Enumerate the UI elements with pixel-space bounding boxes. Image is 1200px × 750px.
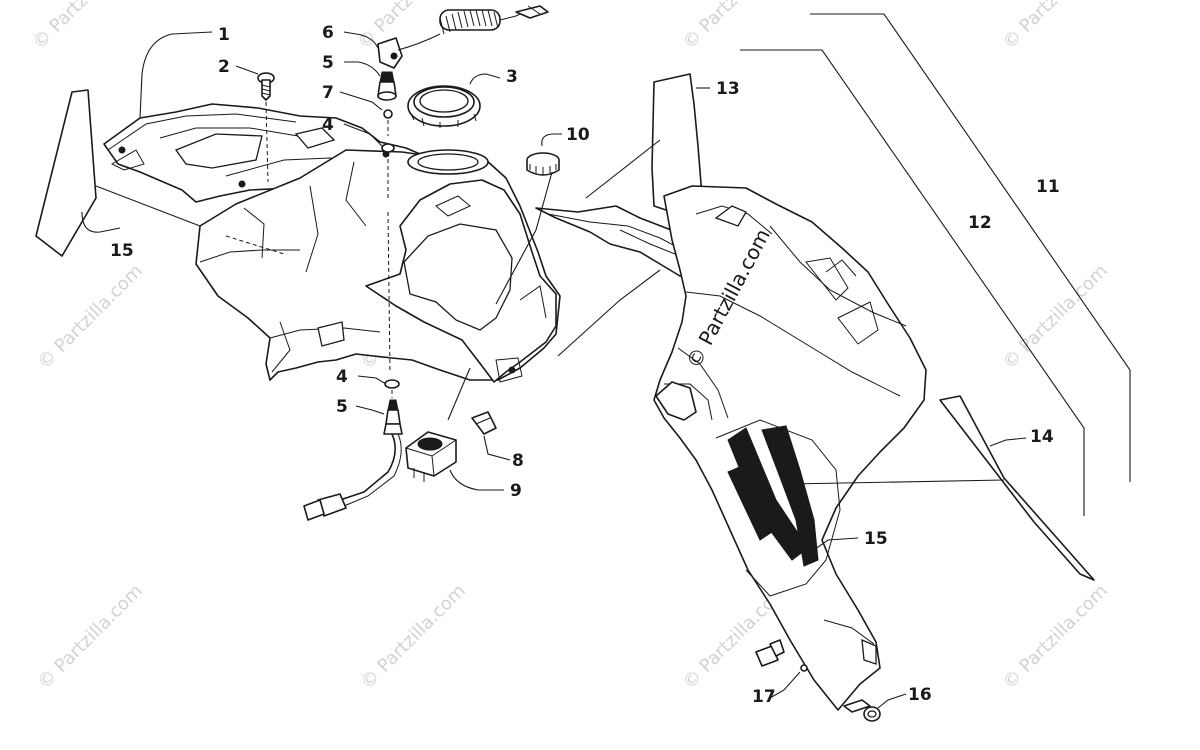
nut-part-7 — [383, 109, 393, 119]
callout-2: 2 — [218, 57, 230, 77]
right-decal-part-14 — [939, 395, 1095, 581]
callout-17: 17 — [752, 687, 776, 707]
plug-part-5 — [377, 71, 397, 101]
watermark: © Partzilla.com — [679, 0, 792, 54]
callout-15: 15 — [864, 529, 888, 549]
callout-4: 4 — [322, 115, 334, 135]
fuel-cap-ring-part-3 — [407, 85, 481, 128]
watermark: © Partzilla.com — [357, 580, 470, 693]
clip-part-17 — [755, 639, 808, 672]
main-console-body — [195, 149, 561, 383]
watermark: © Partzilla.com — [29, 0, 142, 54]
callout-10: 10 — [566, 125, 590, 145]
callout-16: 16 — [908, 685, 932, 705]
washer-part-4-top — [381, 143, 395, 153]
callout-5: 5 — [322, 53, 334, 73]
leader-lines — [81, 13, 1131, 709]
watermark: © Partzilla.com — [34, 260, 147, 373]
watermark: © Partzilla.com — [34, 580, 147, 693]
callout-12: 12 — [968, 213, 992, 233]
callout-labels: 1 2 3 4 4 5 5 6 7 8 9 10 11 12 13 14 15 … — [110, 23, 1060, 707]
callout-15: 15 — [110, 241, 134, 261]
callout-9: 9 — [510, 481, 522, 501]
callout-14: 14 — [1030, 427, 1054, 447]
sensor-wire-part-5 — [303, 399, 403, 521]
callout-7: 7 — [322, 83, 334, 103]
key-lanyard-part-6 — [377, 5, 549, 69]
watermark-layer: © Partzilla.com © Partzilla.com © Partzi… — [29, 0, 1112, 694]
washer-part-4-bottom — [384, 379, 400, 389]
callout-5: 5 — [336, 397, 348, 417]
screw-part-2 — [257, 72, 275, 101]
watermark: © Partzilla.com — [999, 260, 1112, 373]
callout-3: 3 — [506, 67, 518, 87]
callout-6: 6 — [322, 23, 334, 43]
grommet-part-10 — [526, 152, 560, 176]
connector-part-9 — [405, 431, 457, 482]
callout-11: 11 — [1036, 177, 1060, 197]
callout-8: 8 — [512, 451, 524, 471]
callout-4: 4 — [336, 367, 348, 387]
callout-1: 1 — [218, 25, 230, 45]
left-decal — [35, 89, 97, 257]
screw-part-16 — [843, 699, 881, 722]
side-panel-assembly — [535, 185, 927, 711]
watermark: © Partzilla.com — [999, 0, 1112, 54]
watermark: © Partzilla.com — [999, 580, 1112, 693]
clip-part-8 — [471, 411, 497, 435]
watermark: © Partzilla.com — [354, 0, 467, 54]
callout-13: 13 — [716, 79, 740, 99]
